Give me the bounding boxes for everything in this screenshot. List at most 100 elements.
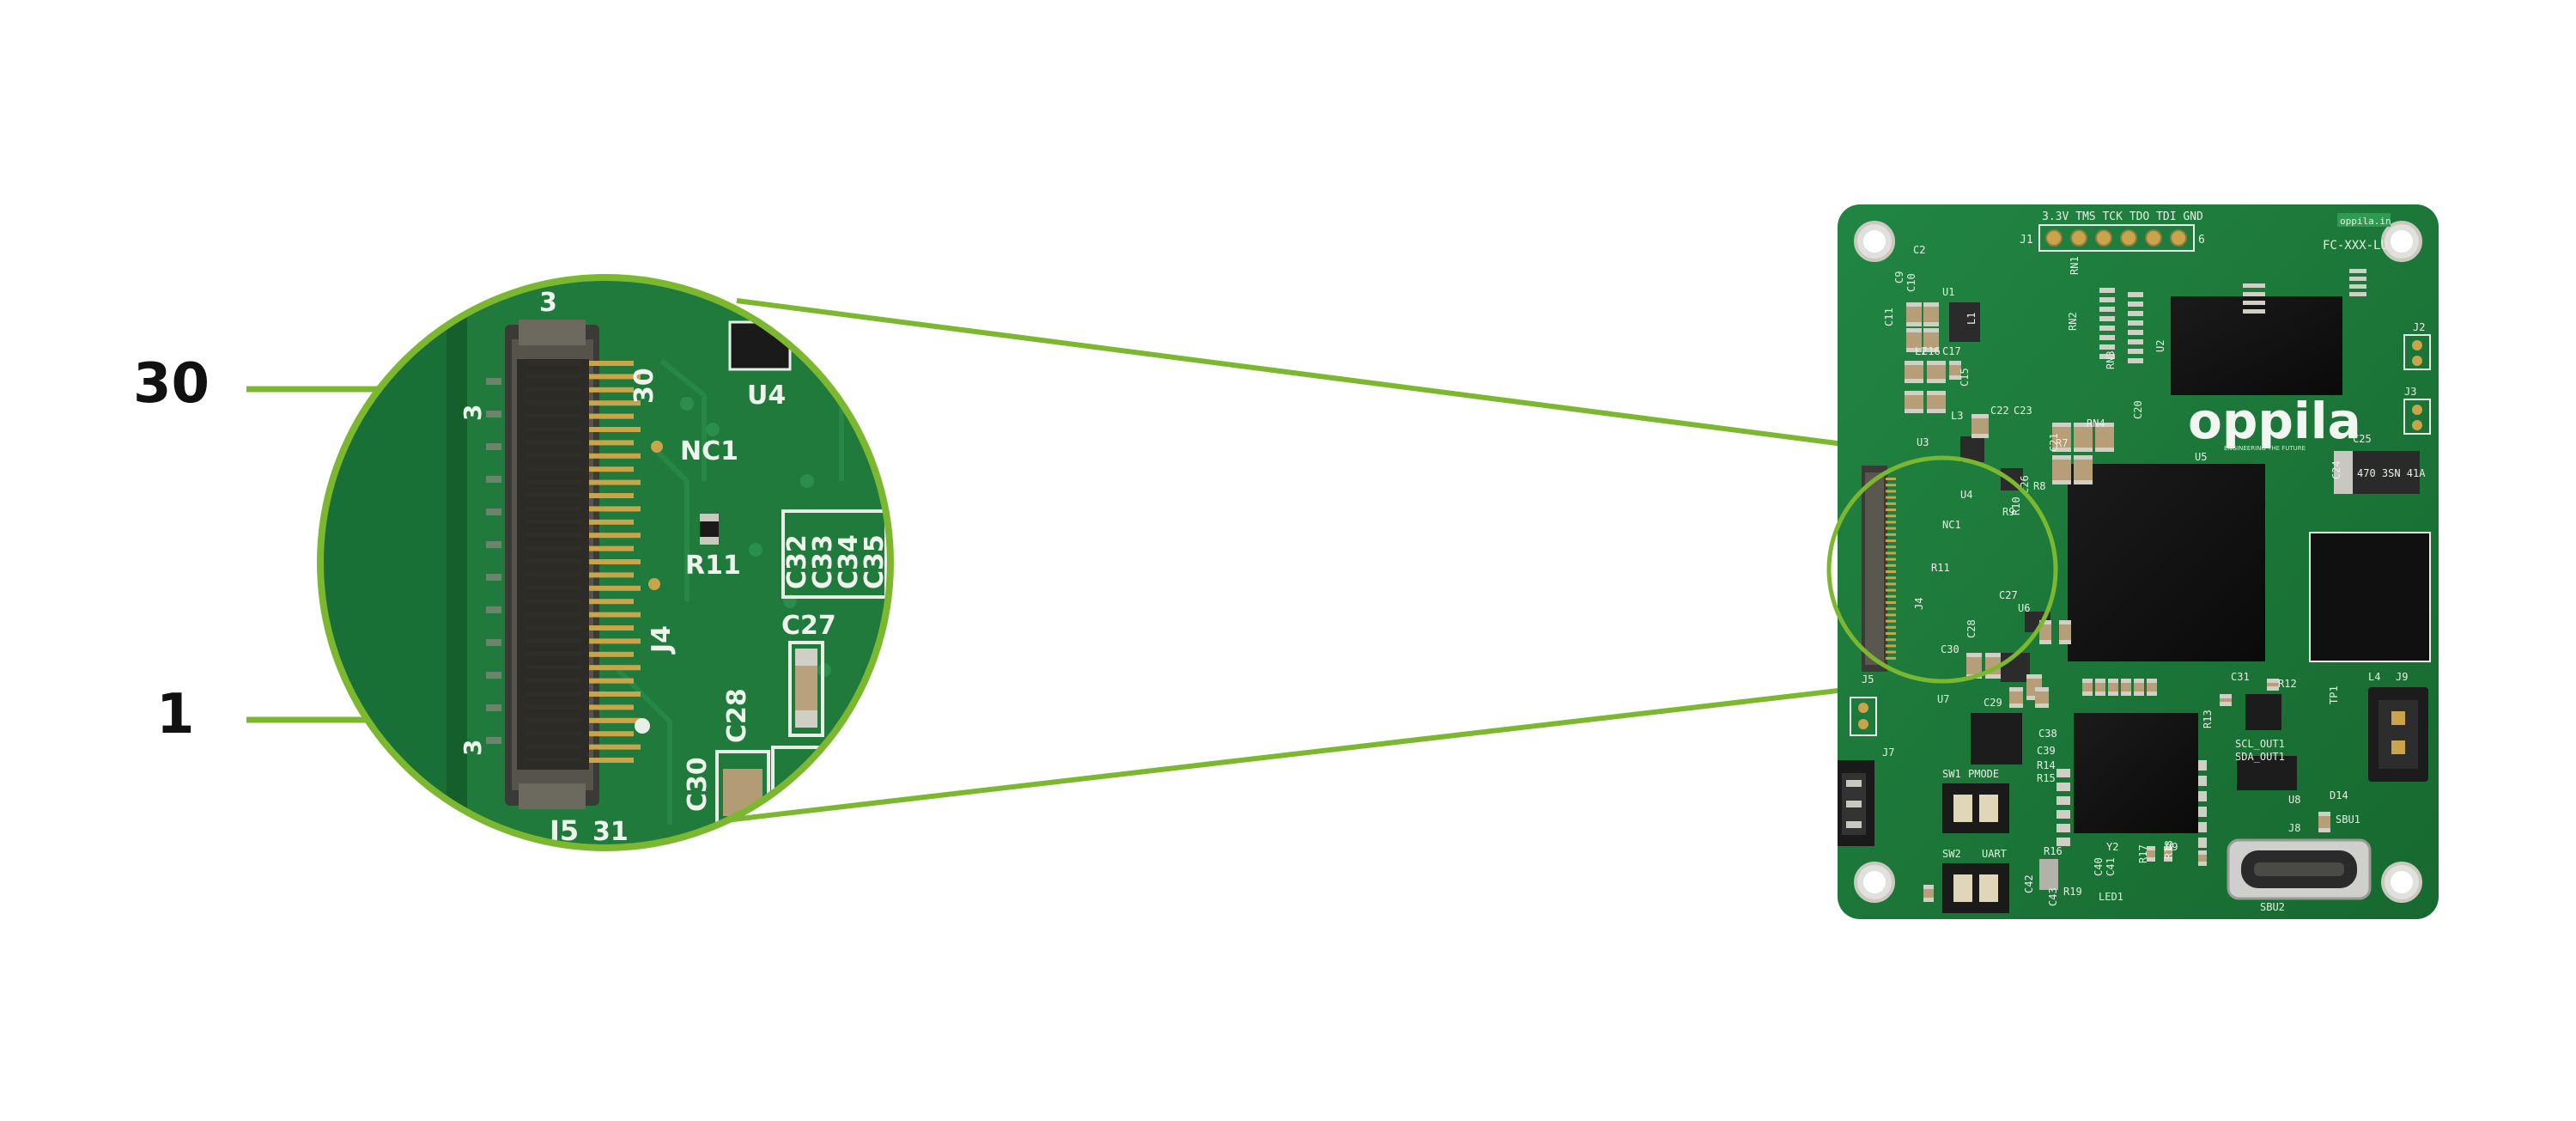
fpc-pin [589,493,634,498]
silk-label-c2: C2 [1913,244,1925,256]
jtag-pin [2045,229,2063,247]
silk-label-rn1: RN1 [2069,256,2081,275]
zoom-label-c27: C27 [781,611,836,641]
fpc-pin [589,427,641,432]
silk-label-tp1: TP1 [2328,685,2340,704]
board-fpc-pin [1886,650,1896,654]
silk-label-c10: C10 [1905,273,1917,292]
zoom-label-u4: U4 [747,381,786,411]
zoom-cap-label: C32 [782,534,812,589]
board-fpc-pin [1886,545,1896,549]
fpc-pin [589,479,641,485]
chip-u9 [2074,713,2198,833]
zoom-label-31: 31 [592,817,629,847]
silk-label-u6: U6 [2018,602,2030,614]
silk-label-y2: Y2 [2106,841,2118,853]
solder-pad [486,639,501,646]
zoom-cap-label: C33 [808,534,838,589]
fpc-pin [589,545,634,551]
chip-u4 [730,322,790,369]
fpc-pin [589,413,634,419]
silk-label-j4: J4 [1913,598,1925,610]
silk-label-u2: U2 [2154,340,2166,352]
fpc-pin [589,678,634,684]
silk-label-d14: D14 [2330,789,2348,801]
board-fpc-pin [1886,588,1896,592]
silk-label-c42: C42 [2023,874,2035,893]
silk-label-sw2: SW2 [1942,848,1961,860]
silk-label-r15: R15 [2037,772,2056,784]
pin-30-label: 30 [133,352,210,416]
board-fpc-pin [1886,607,1896,611]
solder-pad [486,574,501,581]
silk-label-scl: SCL_OUT1 [2235,738,2285,750]
silk-label-pmode: PMODE [1968,768,1999,780]
fpc-pin [589,665,641,671]
silk-label-r10: R10 [2010,497,2022,515]
board-fpc-pin [1886,509,1896,511]
silk-label-sda: SDA_OUT1 [2235,751,2285,763]
board-fpc-pin [1886,613,1896,617]
silk-label-u1: U1 [1942,286,1954,298]
zoom-label-3-left-bottom: 3 [459,740,487,756]
silk-label-r12: R12 [2278,678,2297,690]
dip-switch-sw1 [1942,783,2009,833]
silk-label-c41: C41 [2105,857,2117,876]
board-fpc-pin [1886,576,1896,580]
label-pin6: 6 [2198,234,2205,247]
inductor-l4 [2310,533,2430,661]
part-number: FC-XXX-LU [2323,239,2388,253]
zoom-label-j4: J4 [647,625,677,655]
silk-label-c23: C23 [2014,405,2032,417]
fpc-pin [589,612,641,618]
zoom-label-r11: R11 [685,551,741,581]
fpc-pin [589,717,641,723]
silk-label-j5: J5 [1862,673,1874,685]
board-fpc-pin [1886,539,1896,542]
solder-pad [486,509,501,515]
zoom-label-3-top: 3 [539,288,557,318]
silk-label-c15: C15 [1959,368,1971,387]
fpc-pin [589,361,634,366]
solder-pad [486,704,501,711]
fpc-pin [589,572,634,578]
fpc-pin [589,731,634,737]
fpc-pin [589,466,634,472]
zoom-label-c30: C30 [683,757,713,812]
silk-label-c20: C20 [2132,400,2144,419]
silk-label-sbu2: SBU2 [2260,901,2285,913]
fpc-pin [589,387,634,393]
fpc-pin [589,625,634,631]
jtag-pin [2170,229,2187,247]
silk-label-l2: L2 [1915,345,1927,357]
zoom-label-3-left-top: 3 [459,405,487,421]
fpc-pin [589,440,634,446]
fpc-pin [589,506,641,512]
board-fpc-pin [1886,551,1896,555]
board-fpc-pin [1886,496,1896,499]
silk-label-c24: C24 [2330,460,2342,479]
board-fpc-pin [1886,557,1896,561]
silk-label-c21: C21 [2048,433,2060,452]
brand-tag: oppila.in [2340,216,2391,227]
fpc-pin [589,744,641,750]
jtag-pin [2145,229,2162,247]
board-zoom-ring [1826,455,2058,684]
board-fpc-pin [1886,638,1896,642]
fpc-pin [589,638,641,644]
fpc-pin [589,599,634,605]
zoom-guide-line-bottom [725,685,1868,823]
solder-pad [486,606,501,613]
jtag-pin [2070,229,2087,247]
board-fpc-pin [1886,594,1896,598]
board-fpc-pin [1886,515,1896,518]
jtag-pin [2095,229,2112,247]
capacitor-c27 [788,641,824,737]
silk-label-r7: R7 [2056,437,2068,449]
silk-label-c30: C30 [1941,643,1959,655]
silk-label-rn4: RN4 [2087,417,2105,430]
zoom-view: 3 3 3 30 31 J5 NC1 U4 R11 J4 C27 C28 C30… [320,277,890,848]
silk-label-l1: L1 [1965,313,1978,325]
board-fpc-pin [1886,521,1896,524]
